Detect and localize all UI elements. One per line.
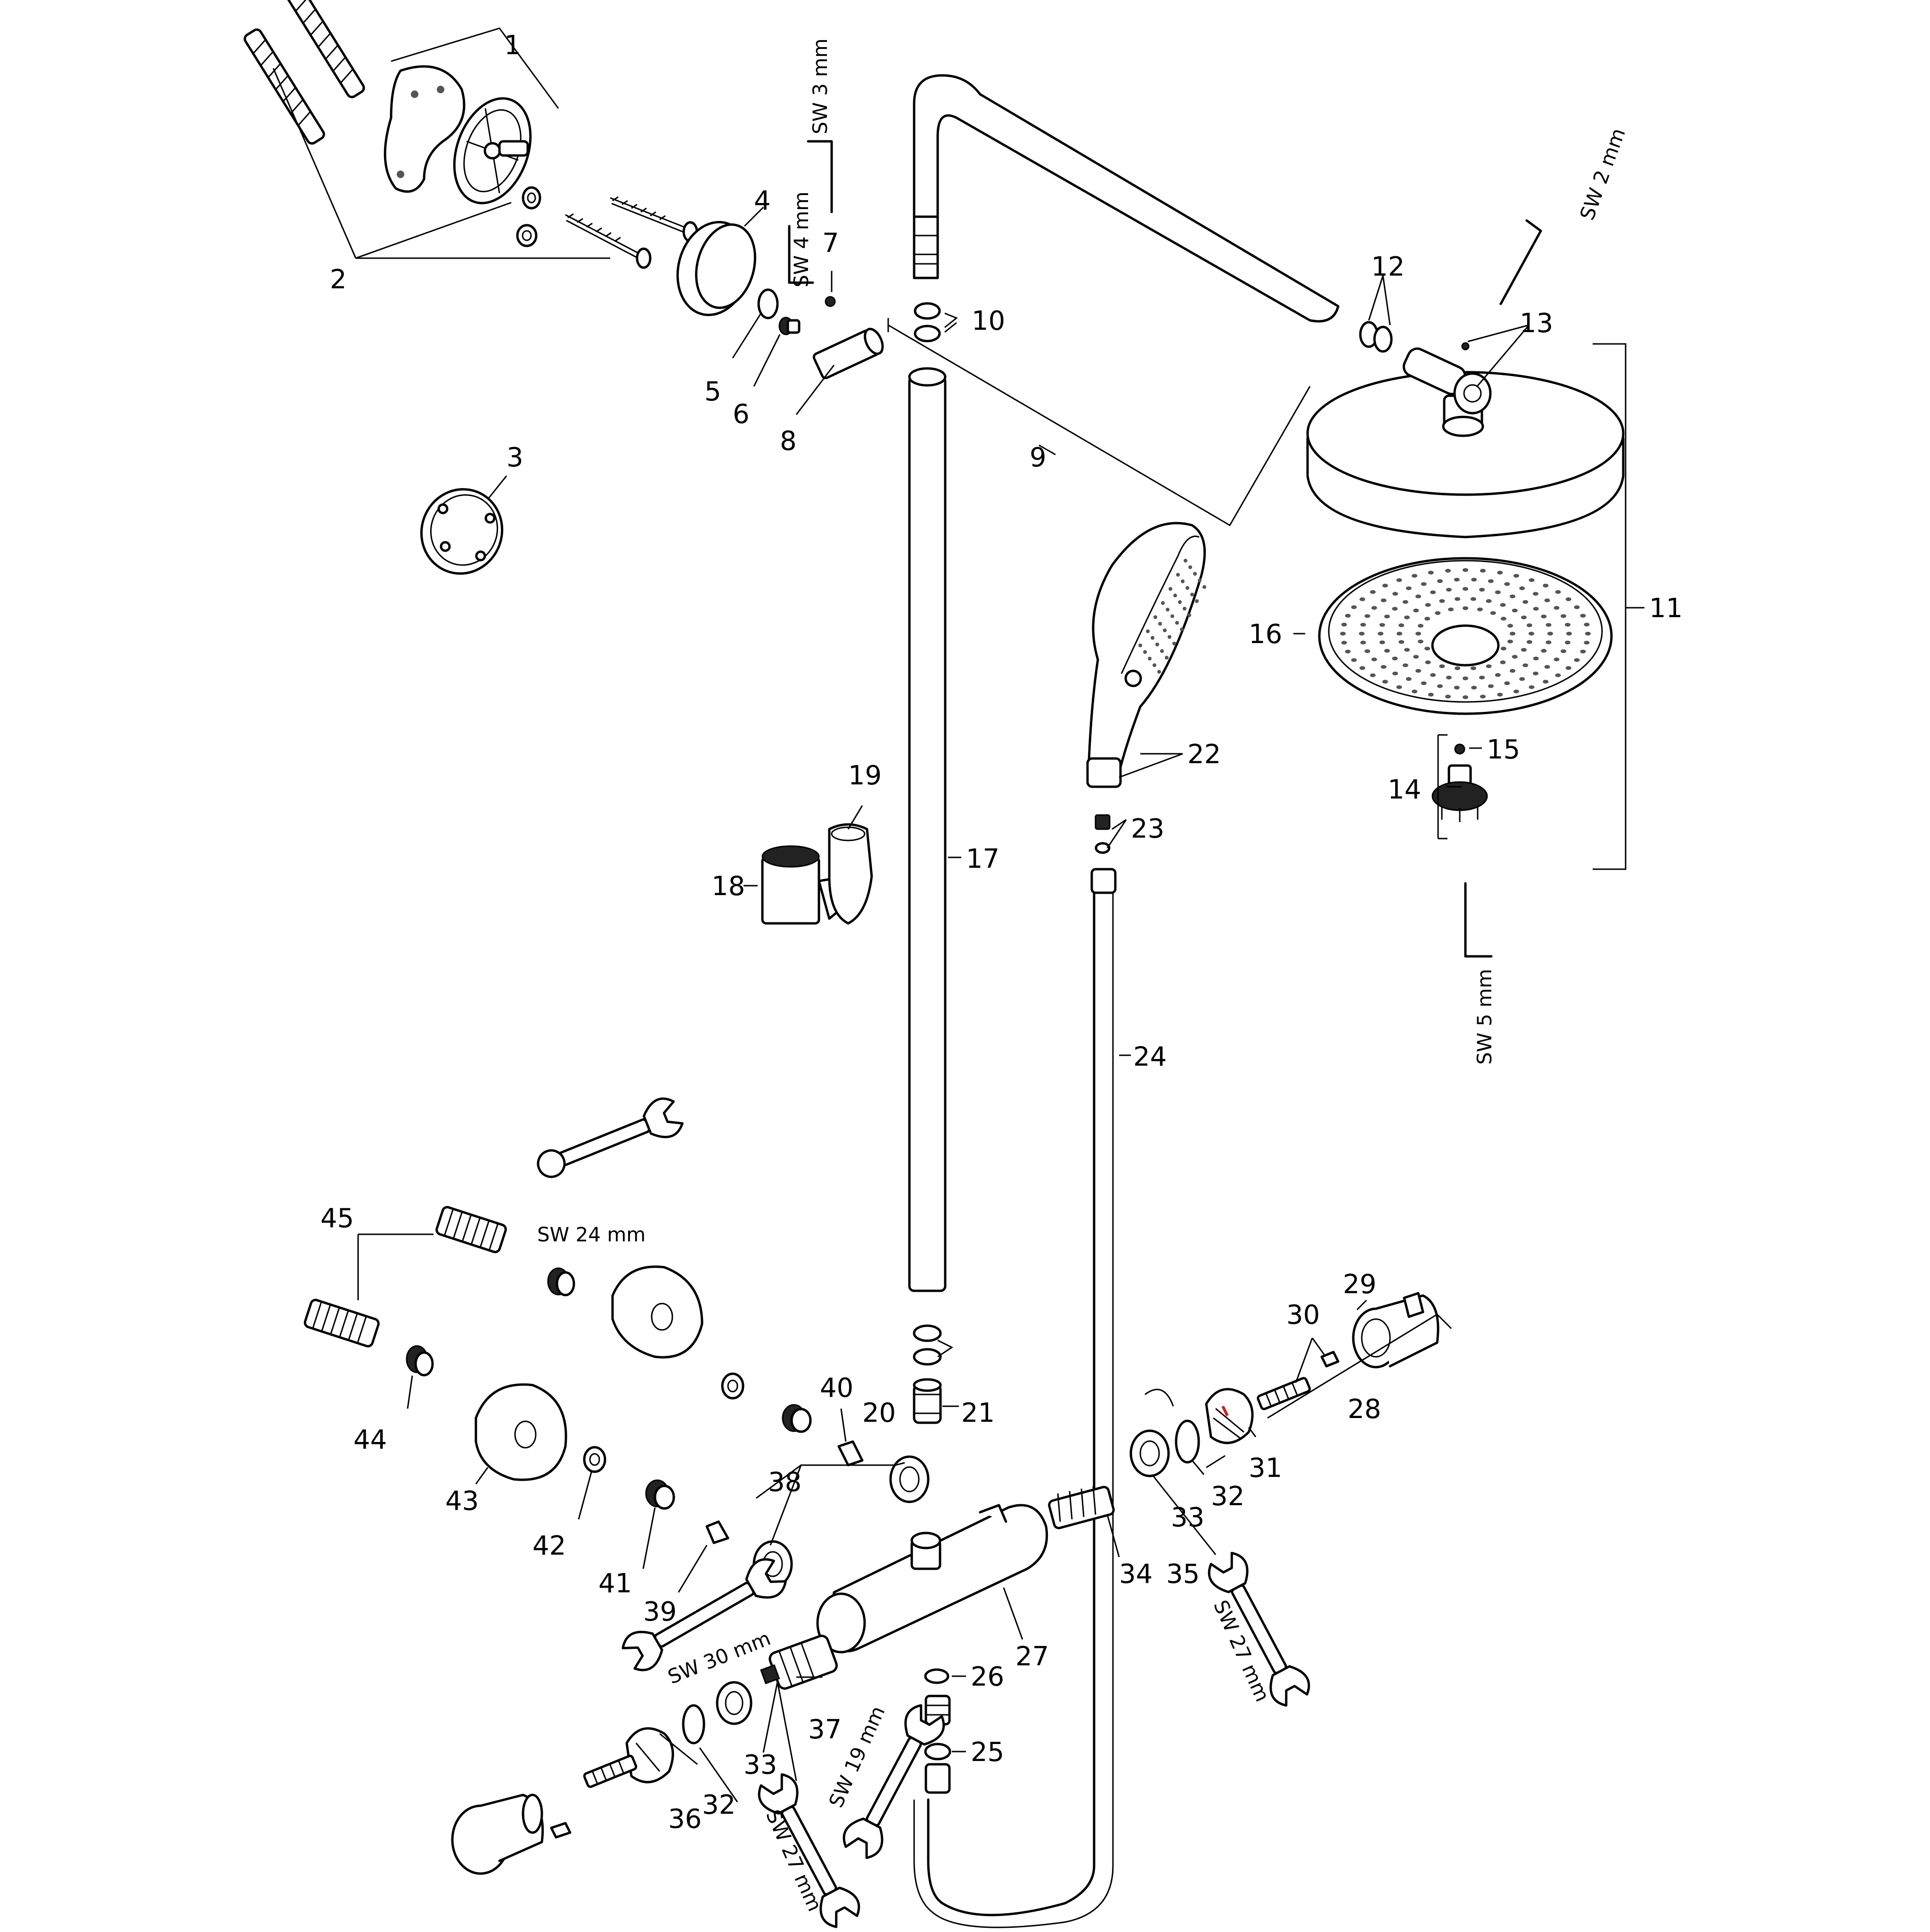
- part-18-19-slider: [761, 823, 873, 925]
- callout-31: 31: [1249, 1453, 1282, 1484]
- callout-38: 38: [768, 1467, 801, 1498]
- part-32-33-35-right: [1129, 1389, 1200, 1477]
- part-37-cartridge-left: [760, 1634, 838, 1690]
- part-42-40-39-41: [583, 1372, 864, 1544]
- label-sw2: SW 2 mm: [1575, 125, 1630, 223]
- callout-13: 13: [1520, 308, 1553, 339]
- label-sw24: SW 24 mm: [537, 1223, 646, 1246]
- callout-37: 37: [808, 1714, 842, 1745]
- callout-12: 12: [1371, 252, 1405, 282]
- callout-9: 9: [1030, 442, 1047, 473]
- open-end-wrench-icon-sw24: [537, 1097, 684, 1178]
- part-9-shower-arm: [913, 74, 1340, 323]
- callout-25: 25: [971, 1737, 1004, 1768]
- open-end-wrench-icon-sw27-left: [758, 1773, 860, 1928]
- hex-key-icon-sw4: [788, 225, 814, 284]
- callout-32-right: 32: [1211, 1481, 1244, 1512]
- callout-16: 16: [1249, 619, 1282, 650]
- part-34-cartridge: [1048, 1485, 1115, 1530]
- callout-39: 39: [643, 1597, 677, 1627]
- part-44-nut: [406, 1267, 575, 1377]
- callout-15: 15: [1487, 734, 1520, 765]
- part-28-handle-group: [1257, 1292, 1439, 1410]
- part-24-hose: [913, 868, 1117, 1928]
- part-16-spray-disc: [1318, 557, 1613, 715]
- part-26-25-fittings: [924, 1668, 951, 1794]
- open-end-wrench-icon-sw27-right: [1208, 1551, 1310, 1707]
- label-sw4: SW 4 mm: [790, 192, 813, 287]
- open-end-wrench-icon-sw30: [622, 1558, 787, 1671]
- part-31-thermo-knob: [1205, 1388, 1254, 1444]
- open-end-wrench-icon-sw19: [842, 1704, 945, 1859]
- part-43-rosettes: [474, 1265, 703, 1481]
- callout-35: 35: [1166, 1559, 1200, 1590]
- part-4-rosette: [676, 220, 756, 317]
- callout-22: 22: [1187, 739, 1221, 770]
- callout-41: 41: [598, 1568, 632, 1599]
- callout-8: 8: [780, 426, 797, 457]
- callout-labels: 1 2 3 4 5 6 7 8 9 10 11 12 13 14 15 16 1…: [320, 30, 1683, 1834]
- callout-24: 24: [1133, 1042, 1167, 1072]
- part-33-32-36-left: [451, 1681, 752, 1875]
- part-2-dowels: [244, 0, 365, 145]
- hex-key-icon-sw2: [1499, 219, 1542, 305]
- callout-44: 44: [353, 1425, 387, 1455]
- callout-23: 23: [1131, 814, 1164, 844]
- callout-29: 29: [1343, 1269, 1376, 1300]
- part-23-nut: [1095, 814, 1111, 854]
- callout-17: 17: [966, 844, 999, 874]
- part-17-riser-pipe: [908, 367, 947, 1292]
- callout-1: 1: [504, 30, 521, 61]
- callout-32-left: 32: [702, 1790, 736, 1820]
- callout-11: 11: [1649, 593, 1683, 624]
- callout-3: 3: [507, 442, 523, 473]
- part-12-rings: [1359, 321, 1393, 353]
- label-sw3: SW 3 mm: [809, 39, 832, 134]
- part-5-6-7-8: [757, 288, 884, 379]
- callout-27: 27: [1015, 1641, 1049, 1672]
- callout-18: 18: [711, 871, 745, 902]
- part-11-head-shower: [1306, 342, 1625, 538]
- callout-33-left: 33: [744, 1750, 777, 1780]
- callout-4: 4: [754, 186, 771, 216]
- leader-lines: [272, 27, 1644, 1802]
- part-1-wall-plate: [384, 65, 532, 204]
- callout-10: 10: [972, 306, 1005, 336]
- callout-34: 34: [1119, 1559, 1153, 1590]
- part-14-15-connector: [1431, 743, 1488, 822]
- callout-7: 7: [822, 228, 839, 259]
- label-sw5: SW 5 mm: [1473, 969, 1496, 1065]
- callout-33-right: 33: [1171, 1502, 1204, 1533]
- callout-14: 14: [1388, 774, 1421, 805]
- part-22-hand-shower: [1086, 522, 1206, 788]
- part-3-cover: [420, 488, 504, 575]
- part-20-21-connector: [913, 1378, 942, 1424]
- callout-6: 6: [733, 399, 750, 430]
- callout-42: 42: [532, 1531, 566, 1561]
- handle-left: [451, 1793, 544, 1875]
- callout-43: 43: [445, 1486, 479, 1516]
- part-10-o-rings-bottom: [913, 1324, 942, 1366]
- callout-26: 26: [971, 1662, 1004, 1692]
- part-13-ball-joint: [1402, 342, 1492, 437]
- part-27-thermostat-body: [816, 1504, 1048, 1654]
- part-10-o-rings-top: [914, 302, 941, 342]
- part-45-s-unions: [303, 1206, 507, 1348]
- hex-key-icon-sw5: [1464, 882, 1493, 958]
- callout-40: 40: [820, 1373, 853, 1403]
- callout-5: 5: [704, 376, 721, 407]
- hex-key-icon-sw3: [807, 140, 833, 213]
- callout-45: 45: [320, 1203, 354, 1234]
- callout-28: 28: [1348, 1394, 1381, 1425]
- part-2-screws: [516, 186, 698, 269]
- callout-2: 2: [330, 264, 347, 295]
- callout-21: 21: [961, 1398, 995, 1428]
- callout-36: 36: [668, 1804, 702, 1834]
- callout-30: 30: [1286, 1300, 1320, 1330]
- callout-19: 19: [848, 760, 882, 791]
- callout-20: 20: [862, 1398, 896, 1428]
